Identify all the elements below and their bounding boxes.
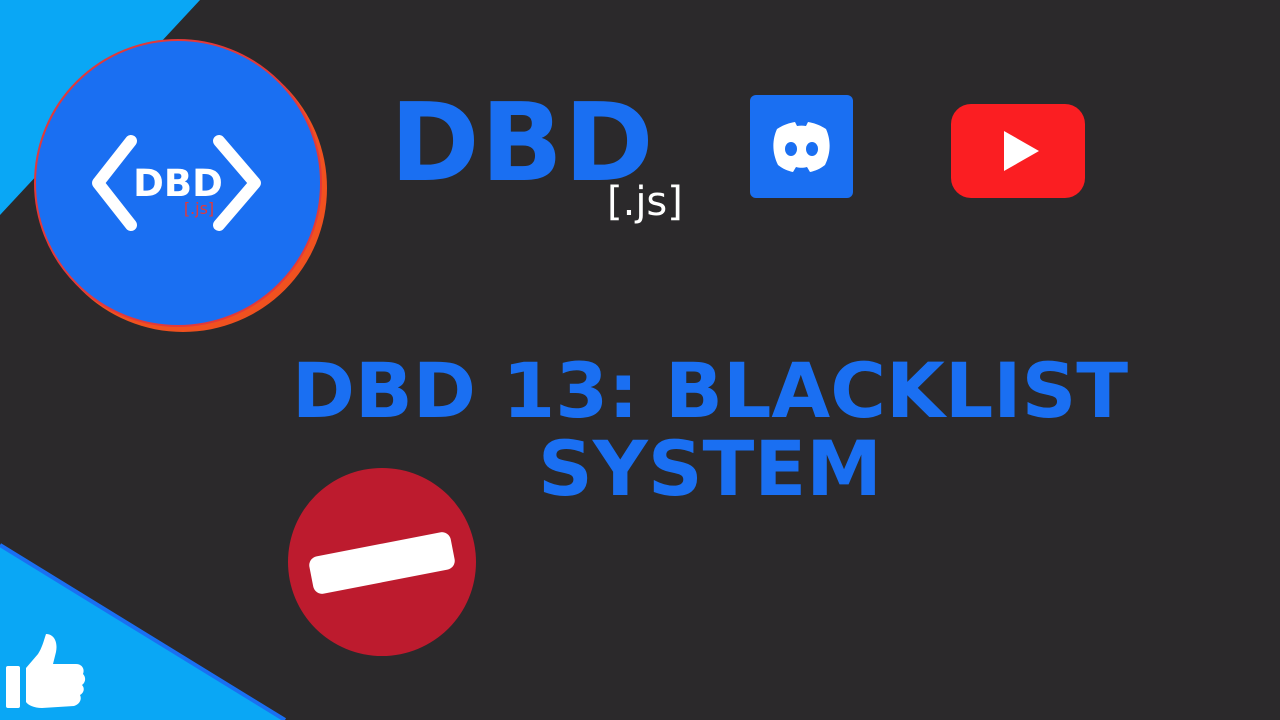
brand-suffix: [.js] (607, 179, 683, 225)
youtube-play (1004, 131, 1039, 171)
right-bracket (213, 135, 261, 231)
logo-suffix: [.js] (184, 199, 214, 218)
dbd-logo: DBD [.js] (34, 39, 327, 332)
brand-name: DBD (390, 81, 655, 206)
discord-icon[interactable] (750, 95, 853, 198)
title-line-1: DBD 13: BLACKLIST (291, 346, 1129, 435)
no-entry-bar (309, 532, 455, 594)
bottom-left-stripe-edge (0, 543, 287, 720)
youtube-icon[interactable] (951, 104, 1085, 198)
thumbs-up-icon[interactable] (4, 632, 86, 712)
discord-eye-left (785, 142, 797, 156)
discord-controller (773, 122, 830, 172)
thumb-hand (26, 634, 86, 708)
logo-text: DBD (133, 162, 223, 205)
video-title: DBD 13: BLACKLIST SYSTEM (190, 352, 1230, 507)
title-line-2: SYSTEM (538, 423, 882, 513)
discord-eye-right (806, 142, 818, 156)
left-bracket (92, 135, 137, 231)
no-entry-icon (288, 468, 476, 656)
thumb-cuff (6, 666, 20, 708)
logo-circle (34, 39, 322, 327)
